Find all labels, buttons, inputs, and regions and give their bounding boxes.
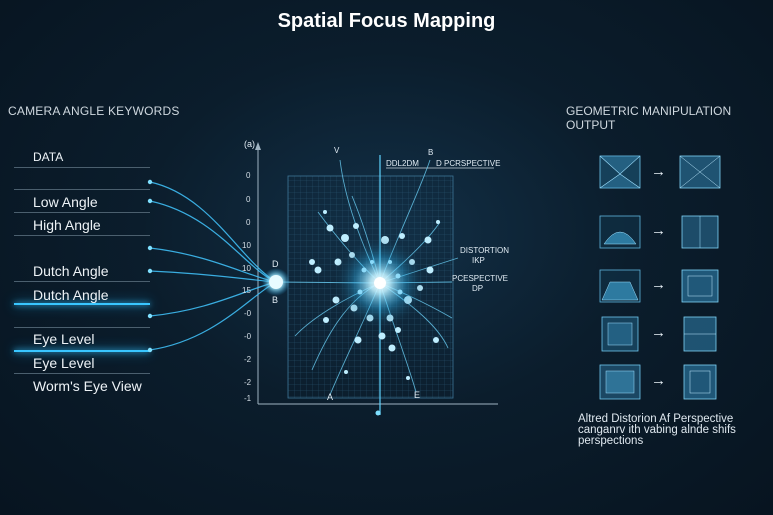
transform-arrow: → [651, 324, 666, 341]
y-axis-arrow [255, 142, 261, 150]
keyword-eye-level-2[interactable]: Eye Level [33, 355, 95, 371]
transform-after-2 [676, 212, 724, 252]
keyword-highlight-line [14, 303, 150, 305]
distortion-label: DISTORTION [460, 246, 510, 255]
keyword-divider [14, 327, 150, 328]
transform-after-4 [676, 314, 724, 354]
keyword-worms-eye-view[interactable]: Worm's Eye View [33, 378, 142, 394]
keyword-divider [14, 189, 150, 190]
transform-after-3 [676, 266, 724, 306]
transform-after-5 [676, 362, 724, 402]
keyword-dutch-angle-2[interactable]: Dutch Angle [33, 287, 109, 303]
transform-after-1 [676, 152, 724, 192]
connector-endpoints [147, 179, 153, 353]
y-tick: -0 [244, 332, 252, 341]
keyword-divider [14, 281, 150, 282]
transform-before-3 [596, 266, 644, 306]
keyword-divider [14, 373, 150, 374]
panel-label: (a) [244, 139, 255, 149]
keyword-highlight-line [14, 350, 150, 352]
transform-arrow: → [651, 276, 666, 293]
keyword-eye-level[interactable]: Eye Level [33, 331, 95, 347]
transform-before-1 [596, 152, 644, 192]
keyword-divider [14, 212, 150, 213]
geometric-output-heading: GEOMETRIC MANIPULATION OUTPUT [566, 104, 732, 132]
y-tick: 15 [242, 286, 251, 295]
label-v: V [334, 146, 340, 155]
y-tick: -0 [244, 309, 252, 318]
y-tick: 10 [242, 264, 251, 273]
y-tick: 0 [246, 171, 251, 180]
keyword-data[interactable]: DATA [33, 150, 64, 164]
camera-angle-keywords-heading: CAMERA ANGLE KEYWORDS [8, 104, 180, 118]
node-label-b: B [272, 295, 279, 305]
label-b-top: B [428, 148, 434, 157]
y-tick: -2 [244, 355, 252, 364]
distortion-sub-label: IKP [472, 256, 485, 265]
output-caption: Altred Distorion Af Perspective canganrv… [578, 413, 736, 447]
header-left-label: DDL2DM [386, 159, 419, 168]
perspective-label: PCESPECTIVE [452, 274, 509, 283]
keyword-low-angle[interactable]: Low Angle [33, 194, 98, 210]
y-tick: -1 [244, 394, 252, 403]
transform-before-2 [596, 212, 644, 252]
transform-before-4 [596, 314, 644, 354]
y-tick: 10 [242, 241, 251, 250]
transform-arrow: → [651, 372, 666, 389]
focal-core[interactable] [374, 277, 386, 289]
header-right-label: D PCRSPECTIVE [436, 159, 501, 168]
y-tick: -2 [244, 378, 252, 387]
bottom-label-a: A [327, 392, 334, 402]
keyword-divider [14, 167, 150, 168]
bottom-label-e: E [414, 390, 421, 400]
keyword-high-angle[interactable]: High Angle [33, 217, 101, 233]
beam-end-point [375, 410, 381, 416]
page-title: Spatial Focus Mapping [277, 10, 496, 32]
y-tick: 0 [246, 195, 251, 204]
y-tick: 0 [246, 218, 251, 227]
keyword-connectors [149, 181, 277, 351]
perspective-sub-label: DP [472, 284, 484, 293]
keyword-divider [14, 235, 150, 236]
node-label-d: D [272, 259, 279, 269]
transform-arrow: → [651, 163, 666, 180]
keyword-dutch-angle[interactable]: Dutch Angle [33, 263, 109, 279]
origin-node[interactable] [269, 275, 283, 289]
transform-before-5 [596, 362, 644, 402]
transform-arrow: → [651, 222, 666, 239]
